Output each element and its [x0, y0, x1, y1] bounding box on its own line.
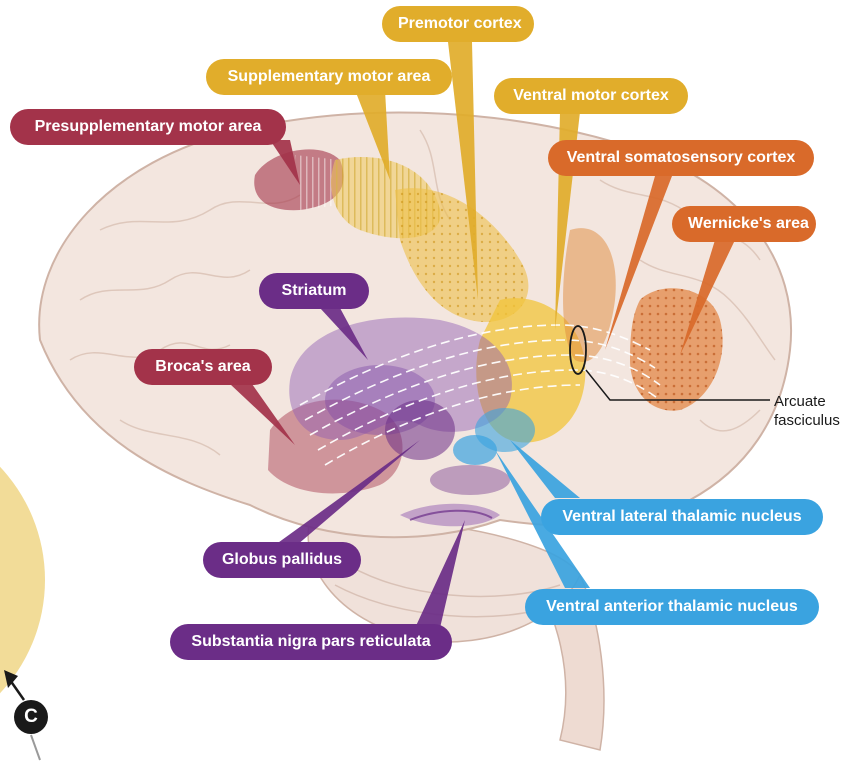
region-thalamus-va — [453, 435, 497, 465]
label-arcuate: Arcuate fasciculus — [774, 392, 840, 430]
label-va-thalamic: Ventral anterior thalamic nucleus — [525, 589, 819, 625]
label-globus: Globus pallidus — [203, 542, 361, 578]
label-wernicke: Wernicke's area — [672, 206, 816, 242]
label-substantia: Substantia nigra pars reticulata — [170, 624, 452, 660]
side-circle — [0, 415, 45, 745]
label-broca: Broca's area — [134, 349, 272, 385]
label-arcuate-line1: Arcuate — [774, 392, 840, 411]
corner-badge: C — [14, 700, 48, 734]
label-ventral-somato: Ventral somatosensory cortex — [548, 140, 814, 176]
label-presma: Presupplementary motor area — [10, 109, 286, 145]
label-ventral-motor: Ventral motor cortex — [494, 78, 688, 114]
label-striatum: Striatum — [259, 273, 369, 309]
label-sma: Supplementary motor area — [206, 59, 452, 95]
label-vl-thalamic: Ventral lateral thalamic nucleus — [541, 499, 823, 535]
label-arcuate-line2: fasciculus — [774, 411, 840, 430]
label-premotor: Premotor cortex — [382, 6, 534, 42]
